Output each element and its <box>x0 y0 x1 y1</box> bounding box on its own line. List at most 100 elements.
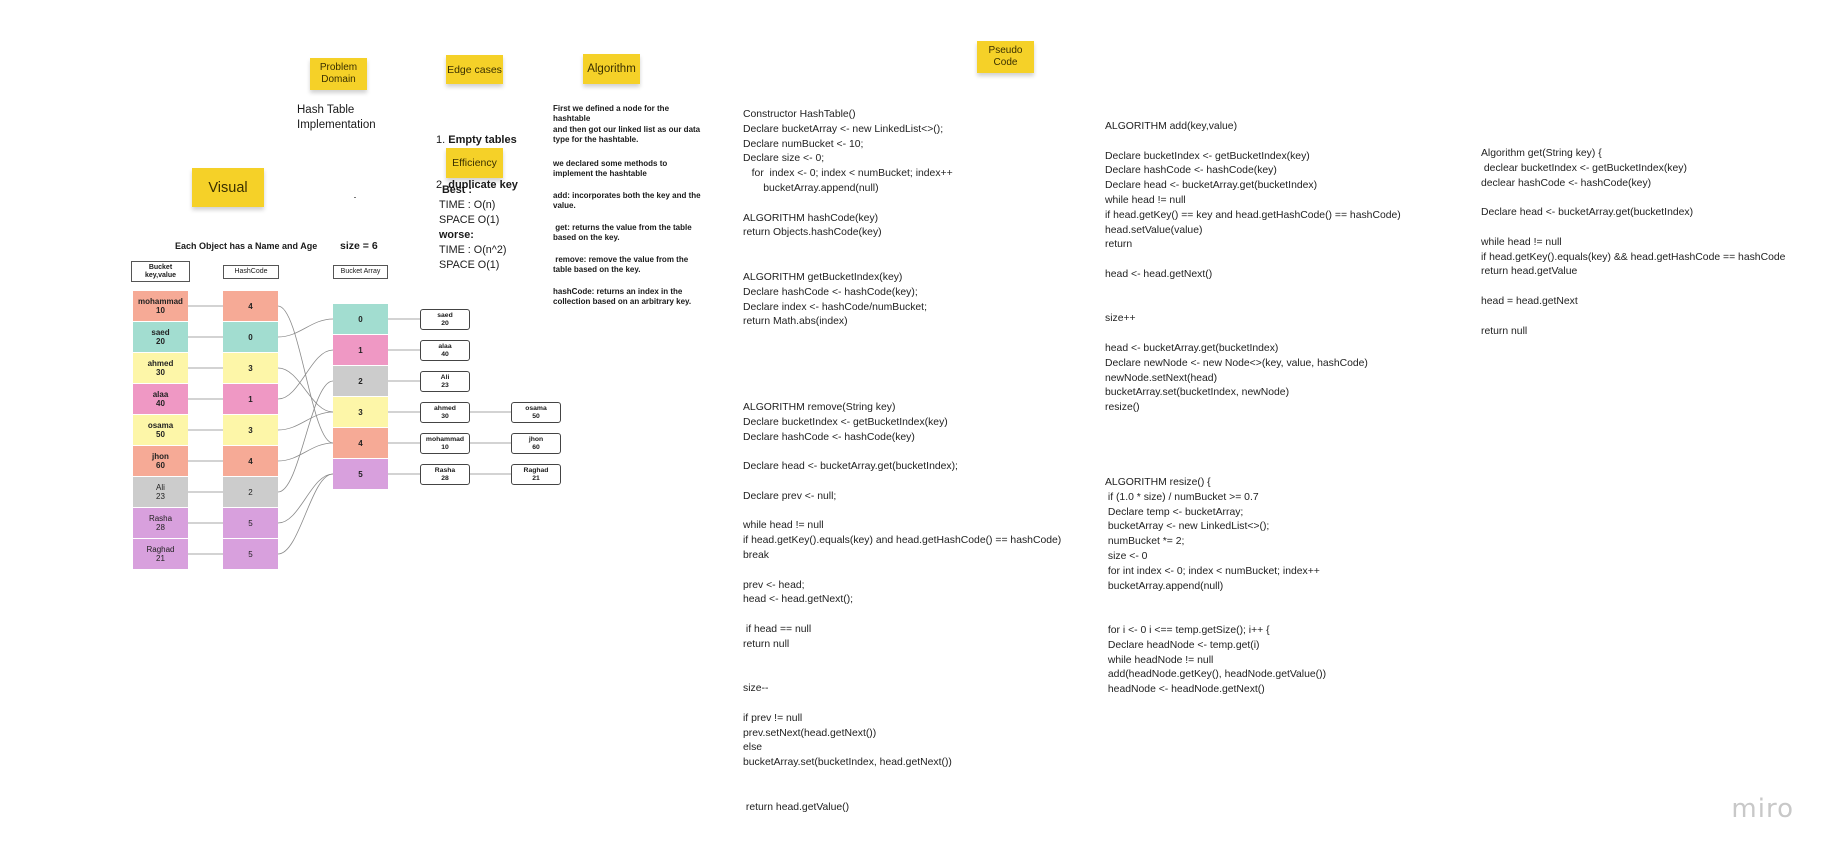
bucket-array-column-header: Bucket Array <box>333 265 388 279</box>
pseudo-resize: ALGORITHM resize() { if (1.0 * size) / n… <box>1105 477 1327 696</box>
hashcode-cell[interactable]: 2 <box>223 477 278 507</box>
pseudo-constructor: Constructor HashTable() Declare bucketAr… <box>743 109 953 239</box>
entry-name: osama <box>147 421 174 430</box>
hashcode-cell[interactable]: 0 <box>223 322 278 352</box>
node-name: saed <box>437 311 453 319</box>
node-name: Rasha <box>434 466 456 474</box>
hash-to-bucket-line <box>277 411 334 431</box>
node-age: 28 <box>441 474 449 482</box>
node-age: 60 <box>532 443 540 451</box>
node-name: ahmed <box>434 404 456 412</box>
entry-age: 28 <box>156 523 165 532</box>
sticky-visual[interactable]: Visual <box>192 168 264 207</box>
node-age: 23 <box>441 381 449 389</box>
entry-age: 60 <box>156 461 165 470</box>
entry-age: 50 <box>156 430 165 439</box>
worse-space: SPACE O(1) <box>439 259 500 271</box>
node-name: osama <box>525 404 547 412</box>
node-name: Ali <box>440 373 450 381</box>
sticky-algorithm[interactable]: Algorithm <box>583 54 640 84</box>
bucket-cell[interactable]: 0 <box>333 304 388 334</box>
edge-case-list: 1. Empty tables 2. duplicate key <box>436 103 518 208</box>
hash-to-bucket-line <box>277 473 334 555</box>
bucket-cell[interactable]: 3 <box>333 397 388 427</box>
entry-age: 20 <box>156 337 165 346</box>
node-age: 10 <box>441 443 449 451</box>
dot-marker <box>354 197 356 198</box>
bucket-cell[interactable]: 5 <box>333 459 388 489</box>
edge-case-item: 1. Empty tables <box>436 134 517 146</box>
hashcode-cell[interactable]: 4 <box>223 446 278 476</box>
entry-age: 23 <box>156 492 165 501</box>
entry-name: Raghad <box>146 545 175 554</box>
entry-name: ahmed <box>147 359 174 368</box>
pseudo-get-bucket-index: ALGORITHM getBucketIndex(key) Declare ha… <box>743 272 927 328</box>
entry-name: alaa <box>152 390 169 399</box>
bucket-cell[interactable]: 1 <box>333 335 388 365</box>
hash-to-bucket-line <box>277 367 334 413</box>
efficiency-block: Best : TIME : O(n) SPACE O(1) worse: TIM… <box>439 183 506 273</box>
sticky-problem-domain[interactable]: Problem Domain <box>310 58 367 90</box>
best-space: SPACE O(1) <box>439 214 500 226</box>
sticky-edge-cases[interactable]: Edge cases <box>446 55 503 84</box>
pseudo-remove: ALGORITHM remove(String key) Declare buc… <box>743 402 1062 813</box>
hashcode-cell[interactable]: 1 <box>223 384 278 414</box>
algorithm-text-3: add: incorporates both the key and the v… <box>553 191 701 211</box>
node-age: 20 <box>441 319 449 327</box>
node-age: 50 <box>532 412 540 420</box>
algorithm-text-2: we declared some methods to implement th… <box>553 159 668 179</box>
entry-age: 40 <box>156 399 165 408</box>
entry-age: 21 <box>156 554 165 563</box>
node-name: Raghad <box>523 466 549 474</box>
hashcode-cell[interactable]: 3 <box>223 353 278 383</box>
hashcode-cell[interactable]: 4 <box>223 291 278 321</box>
node-name: mohammad <box>425 435 465 443</box>
entry-name: jhon <box>152 452 169 461</box>
best-time: TIME : O(n) <box>439 199 496 211</box>
worse-label: worse: <box>439 229 474 241</box>
algorithm-text-6: hashCode: returns an index in the collec… <box>553 287 692 307</box>
bucket-cell[interactable]: 4 <box>333 428 388 458</box>
node-age: 40 <box>441 350 449 358</box>
hashcode-column-header: HashCode <box>223 265 279 279</box>
entry-age: 30 <box>156 368 165 377</box>
worse-time: TIME : O(n^2) <box>439 244 507 256</box>
sticky-pseudo-code[interactable]: Pseudo Code <box>977 41 1034 73</box>
algorithm-text-5: remove: remove the value from the table … <box>553 255 689 275</box>
visual-caption: Each Object has a Name and Age <box>175 241 318 251</box>
node-age: 21 <box>532 474 540 482</box>
algorithm-text-1: First we defined a node for the hashtabl… <box>553 104 701 145</box>
bucket-cell[interactable]: 2 <box>333 366 388 396</box>
algorithm-text-4: get: returns the value from the table ba… <box>553 223 692 243</box>
hash-to-bucket-line <box>277 442 334 462</box>
sticky-efficiency[interactable]: Efficiency <box>446 148 503 178</box>
hash-to-bucket-line <box>277 318 334 338</box>
hashcode-cell[interactable]: 5 <box>223 539 278 569</box>
problem-domain-text: Hash Table Implementation <box>297 104 376 131</box>
entry-age: 10 <box>156 306 165 315</box>
entry-name: saed <box>151 328 170 337</box>
hashcode-cell[interactable]: 5 <box>223 508 278 538</box>
hash-to-bucket-line <box>277 473 334 524</box>
best-label: Best : <box>442 184 472 196</box>
hashcode-cell[interactable]: 3 <box>223 415 278 445</box>
